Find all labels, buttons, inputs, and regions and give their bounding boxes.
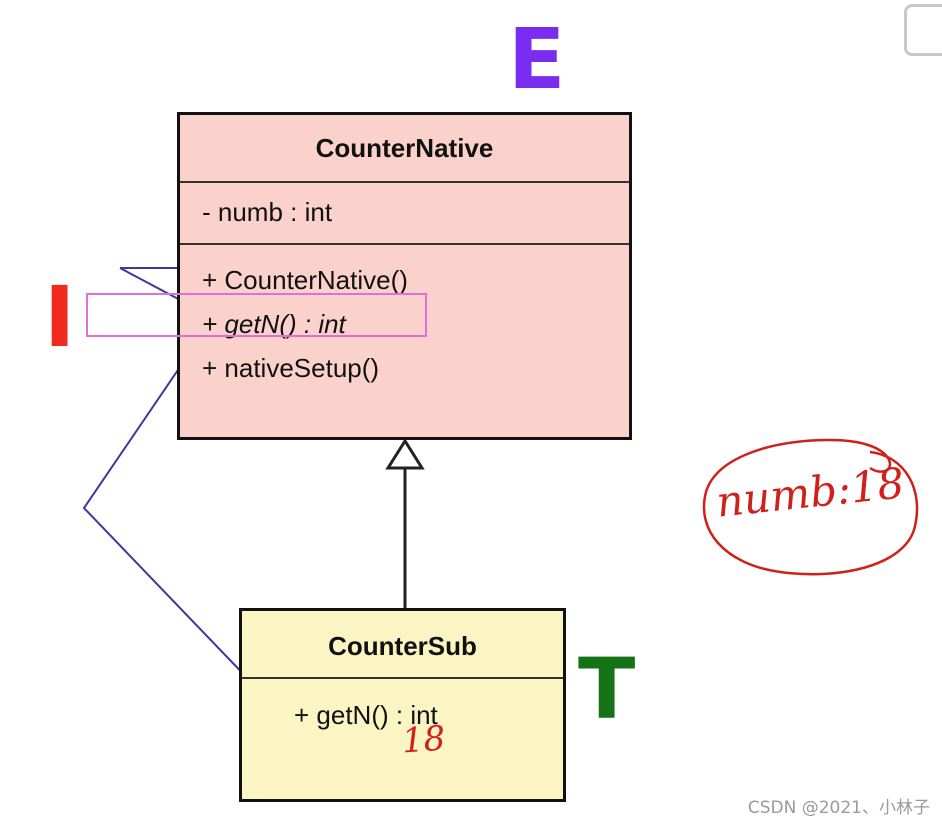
operation-getn-abstract: + getN() : int [202, 309, 346, 339]
operation-getn-impl: + getN() : int [294, 700, 438, 730]
handwritten-18: 18 [400, 718, 447, 762]
class-counter-native: CounterNative - numb : int + CounterNati… [177, 112, 632, 440]
highlight-box-getn [86, 293, 427, 337]
operation-native-setup: + nativeSetup() [202, 353, 380, 383]
operation-constructor: + CounterNative() [202, 265, 408, 295]
attributes-compartment: - numb : int [180, 181, 629, 243]
watermark: CSDN @2021、小林子 [747, 798, 930, 818]
class-name-counter-sub: CounterSub [328, 631, 477, 661]
operations-compartment-sub: + getN() : int [242, 677, 563, 737]
inheritance-arrowhead [385, 438, 425, 470]
annotation-letter-i: I [44, 268, 76, 366]
class-name-counter-native: CounterNative [315, 133, 494, 163]
corner-glyph [904, 4, 942, 56]
arrow-to-sub-getn [82, 319, 277, 710]
class-counter-sub: CounterSub + getN() : int [239, 608, 566, 802]
annotation-letter-t: T [578, 640, 636, 738]
attribute-numb: - numb : int [202, 197, 333, 227]
operations-compartment: + CounterNative() + getN() : int + nativ… [180, 243, 629, 390]
hand-circle [702, 438, 919, 576]
annotation-letter-e: E [508, 10, 566, 108]
